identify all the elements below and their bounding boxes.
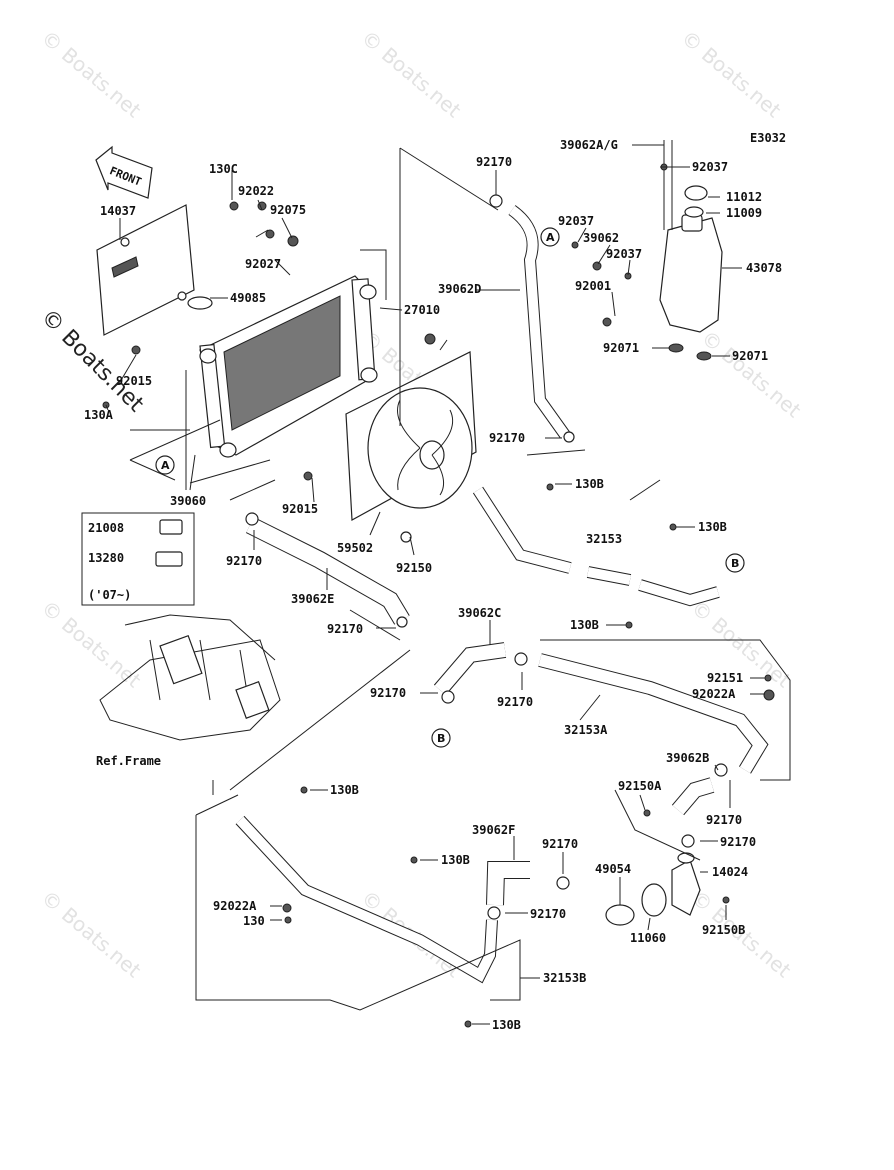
part-label: 11009	[726, 206, 762, 220]
diagram-code: E3032	[750, 131, 786, 145]
watermark-text: © Boats.net	[697, 325, 806, 422]
watermark-text: © Boats.net	[37, 595, 146, 692]
part-label: 130B	[492, 1018, 521, 1032]
part-label: 32153B	[543, 971, 586, 985]
watermark-text: © Boats.net	[357, 25, 466, 122]
part-label: 43078	[746, 261, 782, 275]
part-label: 92001	[575, 279, 611, 293]
leader-lines	[105, 144, 791, 1025]
part-label: 39062C	[458, 606, 501, 620]
part-label: 11060	[630, 931, 666, 945]
part-label: 92037	[558, 214, 594, 228]
frame-reference	[99, 614, 281, 741]
callout-a: A	[546, 231, 555, 244]
part-label: 92170	[720, 835, 756, 849]
part-label: 39062	[583, 231, 619, 245]
part-label: 39062D	[438, 282, 481, 296]
callout-markers: A A B B	[155, 227, 745, 748]
watermark-text: © Boats.net	[677, 25, 786, 122]
part-label: 39060	[170, 494, 206, 508]
part-label: 92150B	[702, 923, 745, 937]
part-label: 59502	[337, 541, 373, 555]
thermostat-housing	[605, 852, 701, 926]
callout-b: B	[731, 557, 739, 570]
radiator-screen	[96, 204, 195, 336]
reservoir-tank	[659, 140, 723, 361]
fan-assembly	[345, 351, 477, 521]
part-label: 92075	[270, 203, 306, 217]
part-label: 92170	[476, 155, 512, 169]
part-label: 49085	[230, 291, 266, 305]
part-label: 130B	[330, 783, 359, 797]
part-label: 130	[243, 914, 265, 928]
coolant-pipes	[235, 486, 769, 984]
part-label: 39062F	[472, 823, 515, 837]
part-label: 92150	[396, 561, 432, 575]
part-label: 92150A	[618, 779, 662, 793]
part-label: 92027	[245, 257, 281, 271]
year-note: ('07~)	[88, 588, 131, 602]
part-label: 92022A	[213, 899, 257, 913]
part-label: 13280	[88, 551, 124, 565]
fasteners	[102, 163, 775, 1028]
part-label: 92015	[116, 374, 152, 388]
ref-frame-label: Ref.Frame	[96, 754, 161, 768]
part-label: 92170	[226, 554, 262, 568]
part-label: 27010	[404, 303, 440, 317]
watermark-text: © Boats.net	[37, 885, 146, 982]
part-label: 21008	[88, 521, 124, 535]
year-inset-box: ('07~)	[81, 512, 195, 606]
part-label: 39062B	[666, 751, 709, 765]
part-label: 39062E	[291, 592, 334, 606]
part-label: 92170	[370, 686, 406, 700]
part-label: 92170	[706, 813, 742, 827]
part-label: 92170	[497, 695, 533, 709]
part-label: 92170	[542, 837, 578, 851]
part-label: 92037	[606, 247, 642, 261]
part-label: 92037	[692, 160, 728, 174]
part-label: 130A	[84, 408, 114, 422]
callout-a: A	[161, 459, 170, 472]
part-label: 92015	[282, 502, 318, 516]
part-label: 92170	[489, 431, 525, 445]
hoses	[245, 205, 715, 906]
part-label: 49054	[595, 862, 631, 876]
part-label: 11012	[726, 190, 762, 204]
part-label: 92022	[238, 184, 274, 198]
part-label: 14024	[712, 865, 748, 879]
part-label: 130C	[209, 162, 238, 176]
radiator	[187, 275, 378, 458]
part-label: 92071	[603, 341, 639, 355]
part-label: 130B	[441, 853, 470, 867]
part-labels: E3032 130C 92022 92075 92027 14037 49085…	[84, 131, 786, 1032]
part-label: 32153	[586, 532, 622, 546]
part-label: 130B	[570, 618, 599, 632]
part-label: 92170	[327, 622, 363, 636]
part-label: 130B	[575, 477, 604, 491]
callout-b: B	[437, 732, 445, 745]
part-label: 92071	[732, 349, 768, 363]
front-direction-arrow: FRONT	[95, 145, 153, 199]
part-label: 92022A	[692, 687, 736, 701]
part-label: 32153A	[564, 723, 608, 737]
part-label: 92151	[707, 671, 743, 685]
part-label: 14037	[100, 204, 136, 218]
part-label: 92170	[530, 907, 566, 921]
part-label: 130B	[698, 520, 727, 534]
watermark-text: © Boats.net	[37, 25, 146, 122]
part-label: 39062A/G	[560, 138, 618, 152]
